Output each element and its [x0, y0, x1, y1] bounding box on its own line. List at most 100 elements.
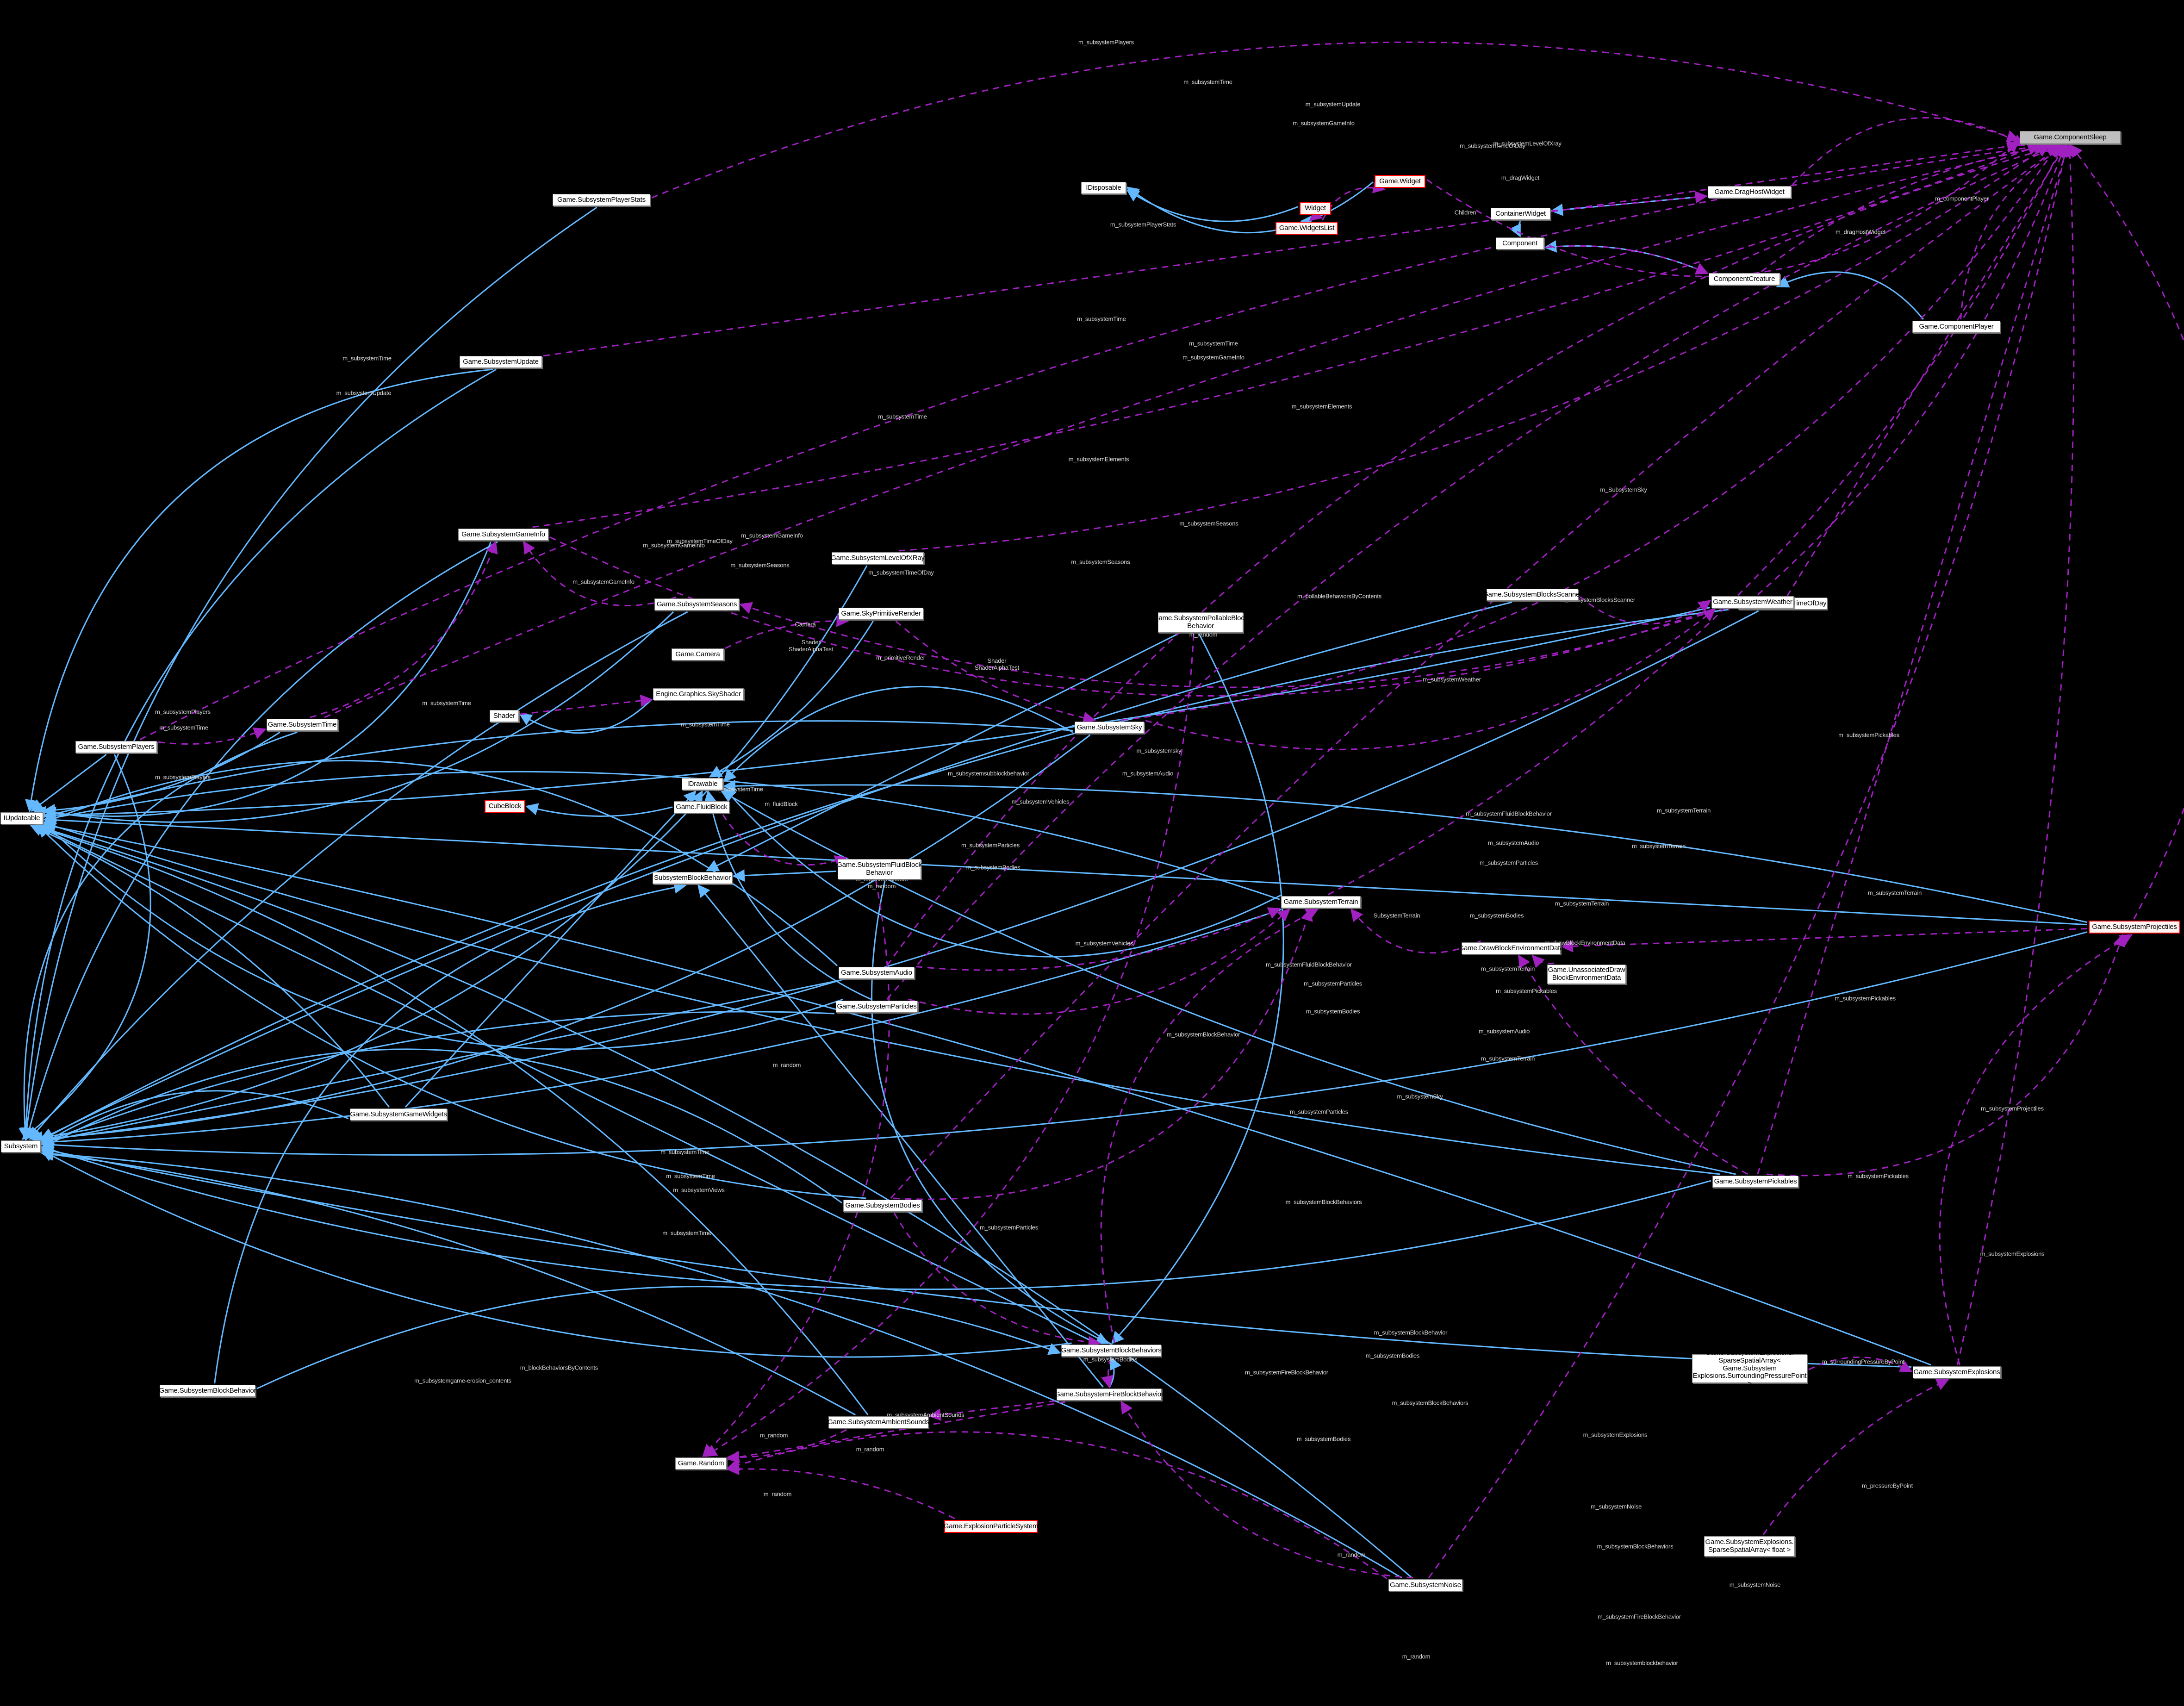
usage-edge — [890, 144, 2063, 1199]
class-node[interactable]: Game.SubsystemLevelOfXRay — [831, 552, 925, 564]
usage-edge — [543, 140, 2020, 357]
inheritance-edge — [43, 720, 1074, 820]
class-node[interactable]: Game.SubsystemExplosions. SparseSpatialA… — [1692, 1349, 1807, 1388]
inheritance-edge — [40, 601, 1512, 1140]
usage-edge — [908, 909, 1291, 1015]
class-node[interactable]: Game.SubsystemPlayerStats — [553, 194, 650, 206]
inheritance-edge — [41, 610, 1759, 1145]
class-node[interactable]: Game.SubsystemPollableBlock Behavior — [1153, 612, 1248, 633]
usage-edge — [725, 614, 849, 649]
class-node[interactable]: Component — [1496, 237, 1544, 249]
usage-edge — [310, 541, 498, 718]
inheritance-edge — [41, 1011, 835, 1145]
class-node[interactable]: Game.Widget — [1375, 175, 1425, 188]
inheritance-edge — [41, 1144, 1711, 1290]
inheritance-edge — [723, 779, 2088, 923]
usage-edge — [727, 1431, 1388, 1580]
class-node[interactable]: Game.SubsystemAudio — [839, 967, 915, 979]
usage-edge — [139, 140, 2047, 741]
class-node[interactable]: Game.SubsystemGameInfo — [458, 529, 548, 541]
class-node[interactable]: Game.SubsystemFluidBlock Behavior — [837, 859, 922, 879]
usage-edge — [651, 41, 2020, 199]
usage-edge — [1101, 1357, 1114, 1388]
inheritance-edge — [20, 206, 597, 1140]
usage-edge — [1531, 954, 1555, 968]
inheritance-edge — [41, 1145, 1912, 1368]
class-node[interactable]: SubsystemBlockBehavior — [653, 872, 732, 884]
inheritance-edge — [31, 823, 869, 1415]
usage-edge — [1939, 934, 2133, 1365]
usage-edge — [1808, 1356, 1913, 1372]
usage-edge — [1957, 144, 2076, 1365]
class-node[interactable]: Game.SubsystemPlayers — [75, 741, 157, 753]
class-node[interactable]: IDisposable — [1081, 182, 1126, 194]
class-node[interactable]: Game.SubsystemSky — [1075, 722, 1144, 734]
class-node[interactable]: Game.SubsystemProjectiles — [2089, 921, 2180, 934]
inheritance-edge — [41, 909, 1282, 1148]
class-node[interactable]: Game.SubsystemSeasons — [654, 598, 739, 610]
class-node[interactable]: Game.FluidBlock — [674, 801, 729, 813]
class-node[interactable]: Game.Camera — [672, 648, 724, 660]
class-node[interactable]: Game.ComponentPlayer — [1912, 321, 2000, 333]
class-node[interactable]: Game.SubsystemExplosions. SparseSpatialA… — [1704, 1536, 1795, 1557]
class-node[interactable]: ComponentCreature — [1709, 273, 1780, 285]
inheritance-edge — [732, 869, 837, 882]
inheritance-edge — [37, 824, 866, 1199]
inheritance-edge — [691, 790, 703, 804]
class-node[interactable]: Game.Random — [675, 1457, 727, 1469]
usage-edge — [727, 1429, 847, 1464]
class-node[interactable]: Game.SubsystemTerrain — [1281, 896, 1361, 908]
class-node[interactable]: Game.UnassociatedDraw BlockEnvironmentDa… — [1547, 965, 1626, 984]
class-node[interactable]: Game.SubsystemBlocksScanner — [1483, 589, 1582, 601]
class-node[interactable]: Engine.Graphics.SkyShader — [653, 688, 744, 700]
class-node[interactable]: Game.SubsystemUpdate — [460, 356, 542, 368]
class-node[interactable]: ContainerWidget — [1491, 208, 1550, 220]
class-node[interactable]: Game.DragHostWidget — [1708, 186, 1791, 198]
class-node[interactable]: Game.SubsystemTime — [267, 719, 338, 731]
usage-edge — [532, 143, 2041, 528]
usage-edge — [549, 536, 1738, 697]
class-node[interactable]: Game.SubsystemPickables — [1712, 1176, 1798, 1188]
class-node[interactable]: Game.SubsystemParticles — [836, 1001, 918, 1013]
class-node[interactable]: Shader — [490, 710, 519, 722]
inheritance-edge — [1111, 634, 1284, 1345]
class-node[interactable]: Game.SkyPrimitiveRender — [839, 608, 923, 620]
class-node[interactable]: Subsystem — [1, 1140, 41, 1152]
usage-edge — [1960, 144, 2067, 320]
class-node[interactable]: IDrawable — [682, 778, 723, 790]
class-node[interactable]: Game.WidgetsList — [1276, 222, 1338, 235]
class-node[interactable]: Game.DrawBlockEnvironmentData — [1459, 942, 1564, 954]
usage-edge — [1786, 144, 2066, 597]
class-node[interactable]: Game.SubsystemNoise — [1388, 1579, 1462, 1591]
class-node[interactable]: Widget — [1300, 202, 1331, 215]
inheritance-edge — [30, 753, 107, 812]
inheritance-edge — [256, 1286, 1061, 1389]
inheritance-edge — [41, 1090, 349, 1146]
class-node[interactable]: Game.ComponentSleep — [2020, 131, 2121, 144]
usage-edge — [893, 1213, 1101, 1349]
inheritance-edge — [871, 880, 1109, 1344]
class-node[interactable]: Game.SubsystemFireBlockBehavior — [1055, 1388, 1164, 1401]
inheritance-edge — [41, 1048, 842, 1204]
class-node[interactable]: Game.SubsystemExplosions — [1913, 1366, 2001, 1378]
usage-edge — [158, 727, 267, 745]
class-node[interactable]: Game.SubsystemBodies — [843, 1200, 922, 1212]
class-node[interactable]: Game.ExplosionParticleSystem — [944, 1520, 1038, 1533]
usage-edge — [324, 142, 2048, 718]
class-node[interactable]: Game.SubsystemGameWidgets — [350, 1108, 447, 1121]
class-node[interactable]: CubeBlock — [485, 800, 525, 813]
class-node[interactable]: Game.SubsystemBlockBehavior — [159, 1385, 256, 1397]
usage-edge — [1322, 181, 1386, 221]
usage-edge — [893, 908, 1313, 1200]
usage-edge — [520, 694, 653, 715]
class-node[interactable]: Game.SubsystemBlockBehaviors — [1061, 1345, 1162, 1357]
inheritance-edge — [704, 790, 871, 1000]
class-node[interactable]: IUpdateable — [0, 812, 43, 824]
usage-edge — [523, 541, 677, 606]
usage-edge — [1757, 144, 2071, 1175]
inheritance-edge — [43, 814, 2088, 926]
inheritance-edge — [41, 1150, 1072, 1358]
usage-edge — [898, 144, 2049, 552]
class-node[interactable]: Game.SubsystemAmbientSounds — [828, 1416, 929, 1428]
class-node[interactable]: Game.SubsystemWeather — [1711, 596, 1794, 608]
